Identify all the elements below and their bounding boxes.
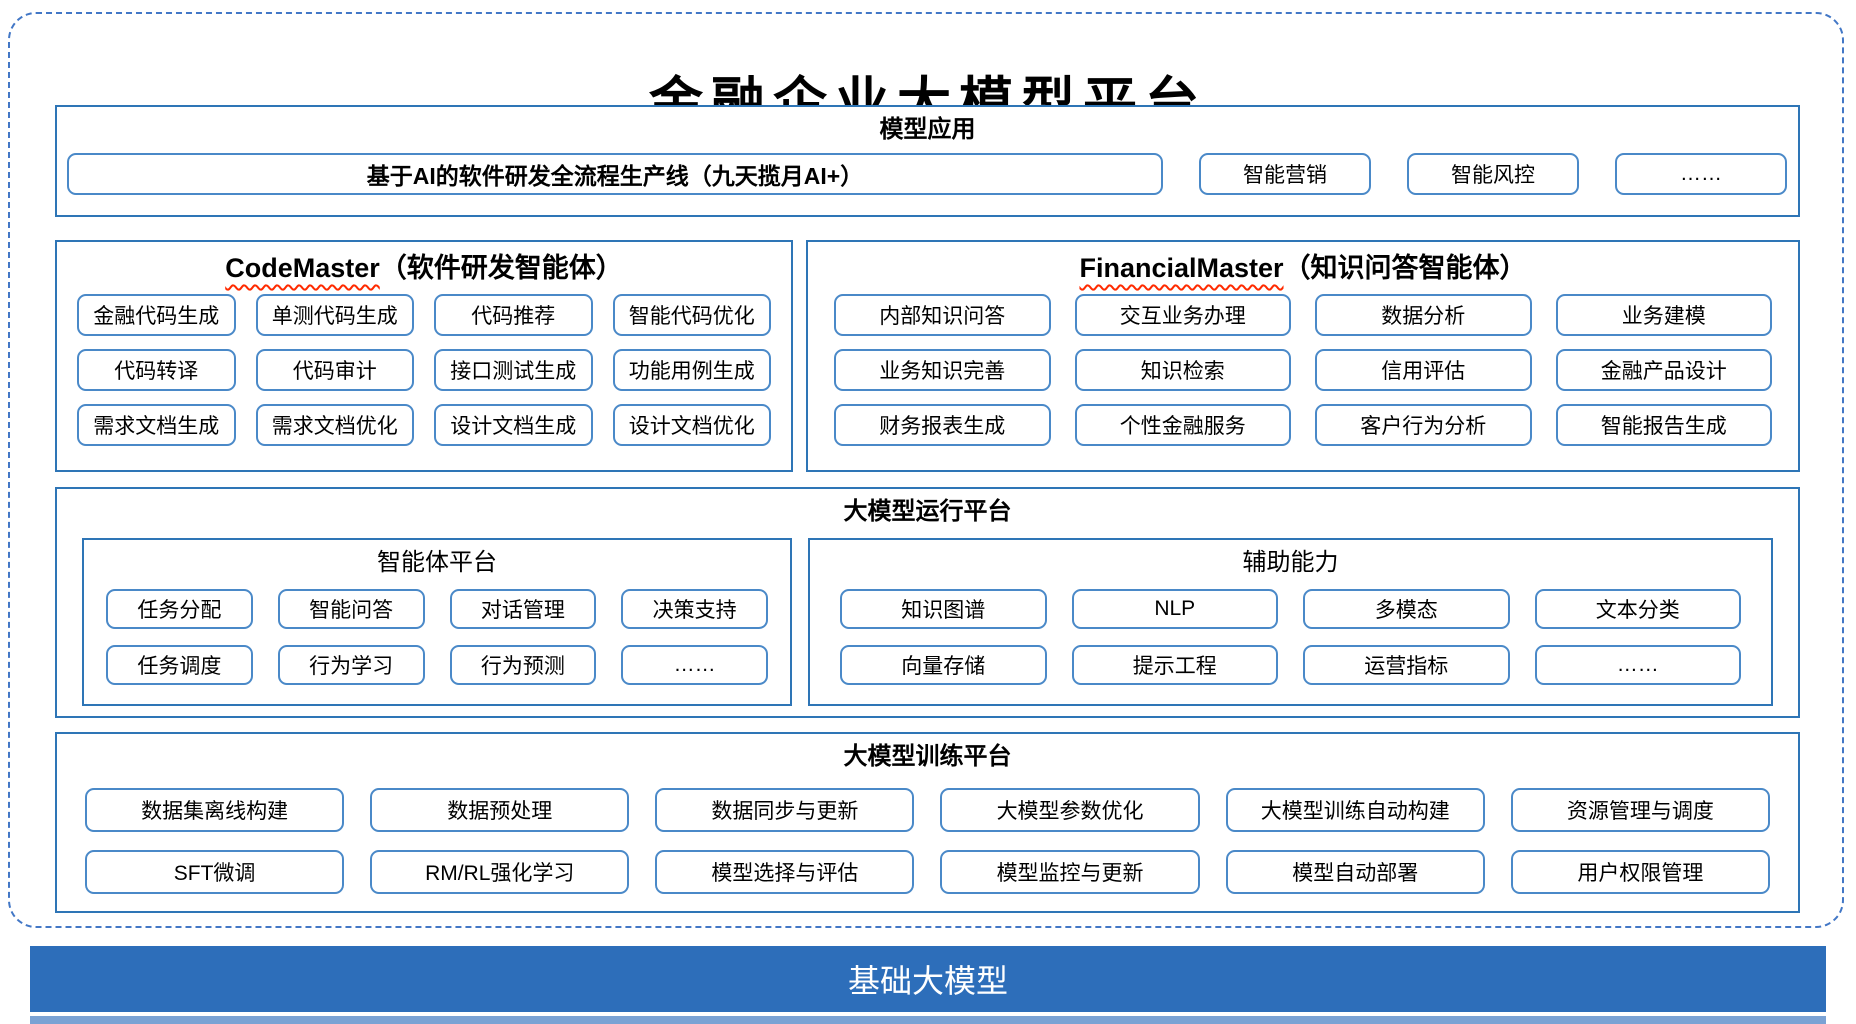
capability-box: 交互业务办理 bbox=[1074, 294, 1291, 336]
codemaster-grid: 金融代码生成 单测代码生成 代码推荐 智能代码优化 代码转译 代码审计 接口测试… bbox=[77, 294, 771, 446]
capability-box: 需求文档优化 bbox=[255, 404, 414, 446]
capability-box: 对话管理 bbox=[449, 589, 597, 629]
capability-box: 金融产品设计 bbox=[1555, 349, 1772, 391]
aux-capability-grid: 知识图谱 NLP 多模态 文本分类 向量存储 提示工程 运营指标 …… bbox=[840, 589, 1741, 685]
base-model-bar: 基础大模型 bbox=[30, 946, 1826, 1012]
codemaster-name: CodeMaster bbox=[225, 253, 380, 283]
capability-box: 数据集离线构建 bbox=[85, 788, 345, 832]
capability-box: 财务报表生成 bbox=[834, 404, 1051, 446]
codemaster-suffix: （软件研发智能体） bbox=[379, 253, 623, 283]
capability-box: 数据预处理 bbox=[370, 788, 630, 832]
capability-box: NLP bbox=[1071, 589, 1278, 629]
capability-box: 提示工程 bbox=[1071, 645, 1278, 685]
app-item-box: 智能风控 bbox=[1407, 153, 1579, 195]
section-runtime-platform: 大模型运行平台 智能体平台 任务分配 智能问答 对话管理 决策支持 任务调度 行… bbox=[55, 487, 1800, 718]
capability-box: 用户权限管理 bbox=[1510, 850, 1770, 894]
capability-box-ellipsis: …… bbox=[1534, 645, 1741, 685]
base-model-bar-edge bbox=[30, 1016, 1826, 1024]
financialmaster-grid: 内部知识问答 交互业务办理 数据分析 业务建模 业务知识完善 知识检索 信用评估… bbox=[834, 294, 1772, 446]
section-training-platform: 大模型训练平台 数据集离线构建 数据预处理 数据同步与更新 大模型参数优化 大模… bbox=[55, 732, 1800, 913]
capability-box: 个性金融服务 bbox=[1074, 404, 1291, 446]
capability-box: 知识检索 bbox=[1074, 349, 1291, 391]
capability-box: 智能报告生成 bbox=[1555, 404, 1772, 446]
capability-box: 大模型参数优化 bbox=[940, 788, 1200, 832]
agent-platform-grid: 任务分配 智能问答 对话管理 决策支持 任务调度 行为学习 行为预测 …… bbox=[106, 589, 768, 685]
aux-capability-header: 辅助能力 bbox=[1242, 549, 1339, 576]
capability-box: 代码推荐 bbox=[434, 294, 593, 336]
base-model-bar-label: 基础大模型 bbox=[847, 963, 1008, 999]
capability-box: 需求文档生成 bbox=[77, 404, 236, 446]
capability-box-ellipsis: …… bbox=[621, 645, 768, 685]
capability-box: 业务建模 bbox=[1555, 294, 1772, 336]
training-platform-grid: 数据集离线构建 数据预处理 数据同步与更新 大模型参数优化 大模型训练自动构建 … bbox=[85, 788, 1770, 894]
app-item-box-ellipsis: …… bbox=[1615, 153, 1787, 195]
agent-platform-box: 智能体平台 任务分配 智能问答 对话管理 决策支持 任务调度 行为学习 行为预测… bbox=[82, 538, 792, 706]
capability-box: 任务调度 bbox=[106, 645, 253, 685]
runtime-platform-header: 大模型运行平台 bbox=[843, 498, 1012, 525]
financialmaster-suffix: （知识问答智能体） bbox=[1283, 253, 1527, 283]
capability-box: SFT微调 bbox=[85, 850, 345, 894]
model-application-header: 模型应用 bbox=[879, 116, 976, 143]
training-platform-header: 大模型训练平台 bbox=[843, 743, 1012, 770]
capability-box: 任务分配 bbox=[106, 589, 253, 629]
section-codemaster: CodeMaster（软件研发智能体） 金融代码生成 单测代码生成 代码推荐 智… bbox=[55, 240, 793, 472]
capability-box: 智能问答 bbox=[277, 589, 425, 629]
runtime-row: 智能体平台 任务分配 智能问答 对话管理 决策支持 任务调度 行为学习 行为预测… bbox=[82, 538, 1773, 706]
capability-box: 接口测试生成 bbox=[434, 349, 593, 391]
capability-box: 金融代码生成 bbox=[77, 294, 236, 336]
capability-box: 向量存储 bbox=[840, 645, 1047, 685]
capability-box: RM/RL强化学习 bbox=[370, 850, 630, 894]
section-financialmaster: FinancialMaster（知识问答智能体） 内部知识问答 交互业务办理 数… bbox=[806, 240, 1800, 472]
capability-box: 行为预测 bbox=[449, 645, 597, 685]
agents-row: CodeMaster（软件研发智能体） 金融代码生成 单测代码生成 代码推荐 智… bbox=[55, 240, 1800, 472]
app-main-pipeline-box: 基于AI的软件研发全流程生产线（九天揽月AI+） bbox=[67, 153, 1163, 195]
model-application-row: 基于AI的软件研发全流程生产线（九天揽月AI+） 智能营销 智能风控 …… bbox=[67, 153, 1787, 195]
capability-box: 数据分析 bbox=[1315, 294, 1532, 336]
capability-box: 数据同步与更新 bbox=[655, 788, 915, 832]
section-model-application: 模型应用 基于AI的软件研发全流程生产线（九天揽月AI+） 智能营销 智能风控 … bbox=[55, 105, 1800, 217]
capability-box: 设计文档生成 bbox=[434, 404, 593, 446]
platform-outer-border bbox=[8, 12, 1844, 928]
capability-box: 模型自动部署 bbox=[1225, 850, 1485, 894]
capability-box: 大模型训练自动构建 bbox=[1225, 788, 1485, 832]
capability-box: 代码转译 bbox=[77, 349, 236, 391]
capability-box: 资源管理与调度 bbox=[1510, 788, 1770, 832]
capability-box: 信用评估 bbox=[1315, 349, 1532, 391]
capability-box: 客户行为分析 bbox=[1315, 404, 1532, 446]
capability-box: 多模态 bbox=[1303, 589, 1510, 629]
capability-box: 设计文档优化 bbox=[612, 404, 771, 446]
aux-capability-box: 辅助能力 知识图谱 NLP 多模态 文本分类 向量存储 提示工程 运营指标 …… bbox=[808, 538, 1773, 706]
financialmaster-name: FinancialMaster bbox=[1079, 253, 1284, 283]
agent-platform-header: 智能体平台 bbox=[377, 549, 497, 576]
capability-box: 功能用例生成 bbox=[612, 349, 771, 391]
capability-box: 知识图谱 bbox=[840, 589, 1047, 629]
capability-box: 模型选择与评估 bbox=[655, 850, 915, 894]
financialmaster-header: FinancialMaster（知识问答智能体） bbox=[808, 250, 1798, 286]
capability-box: 模型监控与更新 bbox=[940, 850, 1200, 894]
capability-box: 行为学习 bbox=[277, 645, 425, 685]
capability-box: 文本分类 bbox=[1534, 589, 1741, 629]
codemaster-header: CodeMaster（软件研发智能体） bbox=[57, 250, 791, 286]
app-item-box: 智能营销 bbox=[1199, 153, 1371, 195]
capability-box: 单测代码生成 bbox=[255, 294, 414, 336]
capability-box: 业务知识完善 bbox=[834, 349, 1051, 391]
capability-box: 代码审计 bbox=[255, 349, 414, 391]
capability-box: 内部知识问答 bbox=[834, 294, 1051, 336]
capability-box: 运营指标 bbox=[1303, 645, 1510, 685]
capability-box: 智能代码优化 bbox=[612, 294, 771, 336]
capability-box: 决策支持 bbox=[621, 589, 768, 629]
